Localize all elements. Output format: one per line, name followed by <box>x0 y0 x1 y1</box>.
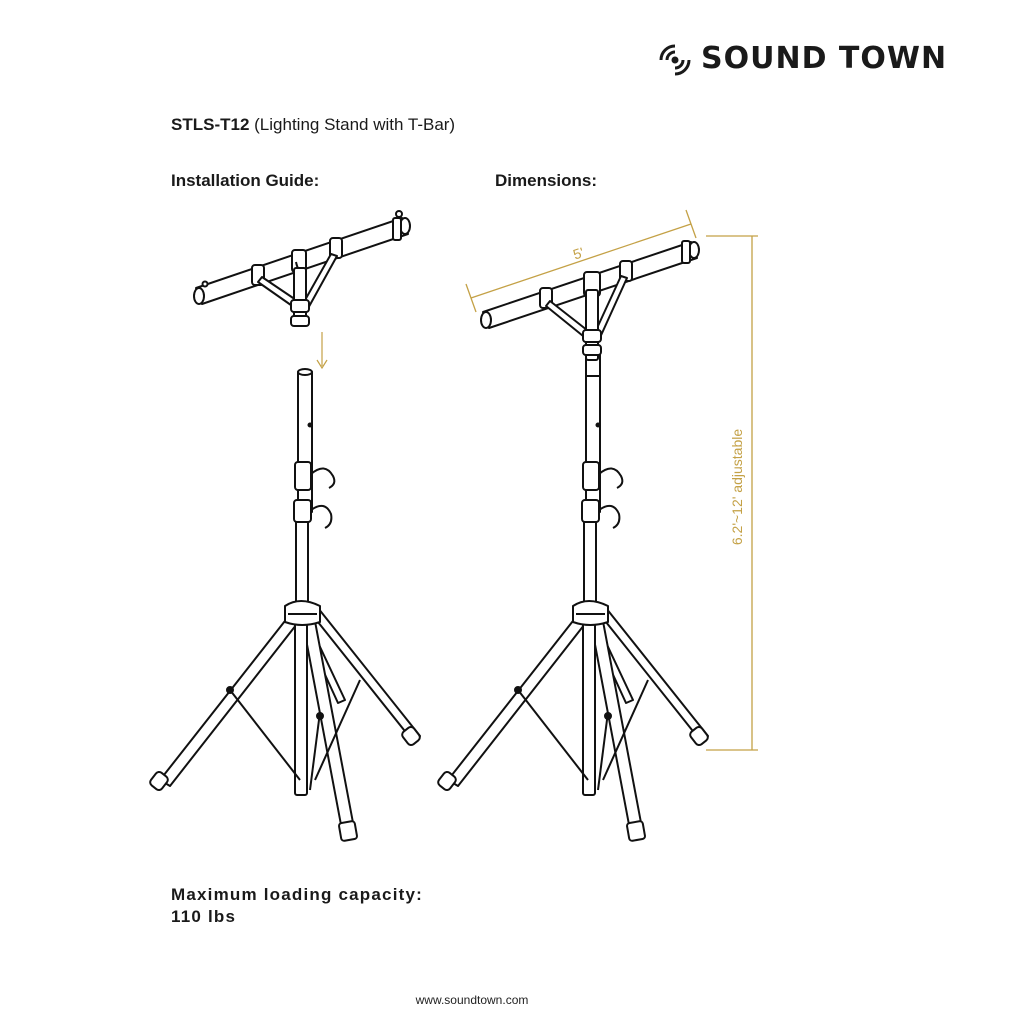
width-label: 5' <box>571 244 586 262</box>
installation-guide-heading: Installation Guide: <box>171 171 320 190</box>
product-code: STLS-T12 <box>171 115 250 134</box>
capacity-label: Maximum loading capacity: <box>171 885 423 904</box>
product-title: STLS-T12 (Lighting Stand with T-Bar) <box>171 115 455 135</box>
stand-illustration-install <box>147 368 423 843</box>
brand-logo: SOUND TOWN <box>655 36 947 80</box>
stand-illustration-dimensions <box>435 368 711 843</box>
width-dimension-line <box>465 209 697 313</box>
t-bar-illustration <box>193 210 411 327</box>
brand-name: SOUND TOWN <box>701 40 948 76</box>
loading-capacity: Maximum loading capacity: 110 lbs <box>171 884 423 928</box>
website-link[interactable]: www.soundtown.com <box>415 993 529 1007</box>
height-dimension-line <box>706 235 758 751</box>
height-label: 6.2'~12' adjustable <box>729 429 745 545</box>
product-description: (Lighting Stand with T-Bar) <box>254 115 456 134</box>
capacity-value: 110 lbs <box>171 907 237 926</box>
sound-waves-logo-icon <box>659 44 691 76</box>
t-bar-assembled-illustration <box>480 240 700 361</box>
insert-arrow-icon <box>316 332 328 370</box>
dimensions-heading: Dimensions: <box>495 171 598 190</box>
